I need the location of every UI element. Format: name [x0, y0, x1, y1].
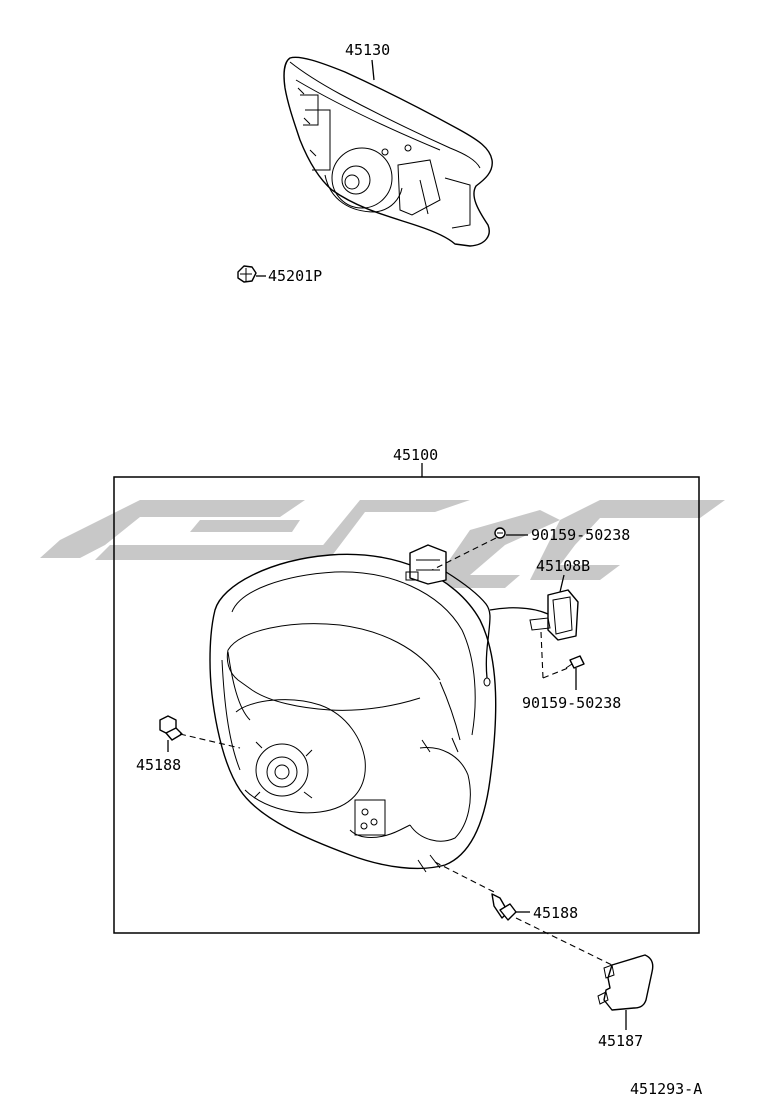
label-45201P: 45201P — [268, 267, 322, 285]
label-45108B: 45108B — [536, 557, 590, 575]
switch-45108B — [529, 589, 579, 641]
screw-bottom — [565, 655, 585, 669]
cover-45187 — [597, 954, 654, 1011]
label-bolt-right: 45188 — [533, 904, 578, 922]
screw-top — [494, 527, 506, 539]
nut-45201P — [237, 265, 257, 283]
label-45100: 45100 — [393, 446, 438, 464]
label-bolt-left: 45188 — [136, 756, 181, 774]
bolt-right-45188 — [491, 893, 517, 921]
label-screw-bottom: 90159-50238 — [522, 694, 621, 712]
assembly-frame — [113, 476, 700, 934]
diagram-id: 451293-A — [630, 1080, 702, 1098]
label-45130: 45130 — [345, 41, 390, 59]
label-screw-top: 90159-50238 — [531, 526, 630, 544]
airbag-module-45130 — [283, 56, 493, 247]
steering-wheel — [209, 553, 497, 873]
wire-harness — [405, 544, 549, 687]
label-45187: 45187 — [598, 1032, 643, 1050]
bolt-left-45188 — [159, 715, 183, 741]
